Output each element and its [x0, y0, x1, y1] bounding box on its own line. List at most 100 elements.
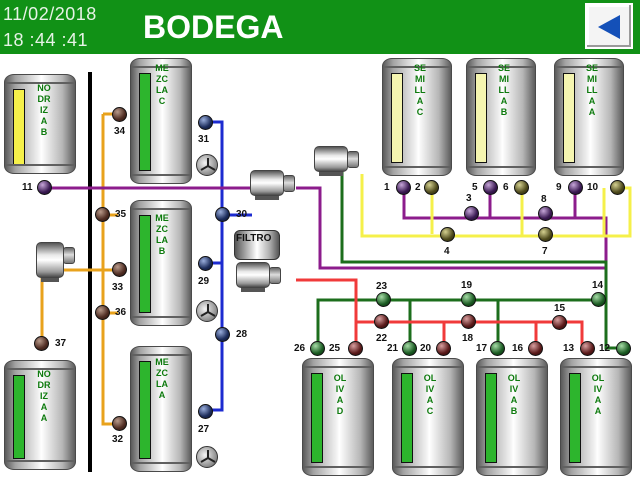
valve-label: 18 [462, 333, 474, 344]
valve-36[interactable] [95, 305, 110, 320]
valve-11[interactable] [37, 180, 52, 195]
level-bar [139, 215, 151, 313]
valve-label: 28 [236, 329, 248, 340]
valve-37[interactable] [34, 336, 49, 351]
tank-label: NODRIZA B [37, 83, 51, 137]
valve-label: 4 [444, 246, 450, 257]
valve-17[interactable] [490, 341, 505, 356]
valve-label: 27 [198, 424, 210, 435]
tank-label: SEMILLA A [585, 63, 598, 117]
valve-label: 13 [563, 343, 575, 354]
tank-label: OLIVA C [423, 373, 437, 416]
agitator-mezcla-b-icon[interactable] [196, 300, 218, 322]
tank-semilla-a[interactable]: SEMILLA A [554, 58, 624, 176]
tank-mezcla-c[interactable]: MEZCLA C [130, 58, 192, 184]
tank-semilla-b[interactable]: SEMILLA B [466, 58, 536, 176]
level-bar [139, 361, 151, 459]
tank-oliva-d[interactable]: OLIVA D [302, 358, 374, 476]
valve-28[interactable] [215, 327, 230, 342]
valve-33[interactable] [112, 262, 127, 277]
pump-semilla-icon[interactable] [314, 146, 359, 176]
tank-label: SEMILLA B [497, 63, 510, 117]
valve-label: 1 [384, 182, 390, 193]
valve-29[interactable] [198, 256, 213, 271]
pump-nodriza-icon[interactable] [36, 242, 75, 282]
back-arrow-icon [598, 15, 620, 39]
valve-6[interactable] [514, 180, 529, 195]
valve-25[interactable] [348, 341, 363, 356]
level-bar [311, 373, 323, 463]
filter-label: FILTRO [236, 233, 272, 244]
valve-10[interactable] [610, 180, 625, 195]
valve-label: 21 [387, 343, 399, 354]
pump-filter-icon[interactable] [236, 262, 281, 292]
valve-13[interactable] [580, 341, 595, 356]
valve-label: 37 [55, 338, 67, 349]
valve-label: 26 [294, 343, 306, 354]
valve-label: 34 [114, 126, 126, 137]
tank-label: MEZCLA B [155, 213, 169, 256]
valve-8[interactable] [538, 206, 553, 221]
valve-12[interactable] [616, 341, 631, 356]
tank-label: OLIVA A [591, 373, 605, 416]
valve-7[interactable] [538, 227, 553, 242]
valve-32[interactable] [112, 416, 127, 431]
valve-label: 8 [541, 194, 547, 205]
level-bar [13, 375, 25, 459]
valve-label: 17 [476, 343, 488, 354]
tank-oliva-c[interactable]: OLIVA C [392, 358, 464, 476]
tank-oliva-b[interactable]: OLIVA B [476, 358, 548, 476]
valve-label: 29 [198, 276, 210, 287]
valve-label: 5 [472, 182, 478, 193]
valve-label: 2 [415, 182, 421, 193]
tank-label: OLIVA B [507, 373, 521, 416]
valve-4[interactable] [440, 227, 455, 242]
valve-label: 14 [592, 280, 604, 291]
level-bar [475, 73, 487, 163]
tank-nodriza-b[interactable]: NODRIZA B [4, 74, 76, 174]
valve-label: 20 [420, 343, 432, 354]
pump-mezcla-icon[interactable] [250, 170, 295, 200]
level-bar [563, 73, 575, 163]
valve-18[interactable] [461, 314, 476, 329]
time-display: 18 :44 :41 [3, 30, 89, 50]
back-button[interactable] [585, 3, 633, 49]
valve-23[interactable] [376, 292, 391, 307]
valve-label: 23 [376, 281, 388, 292]
level-bar [401, 373, 413, 463]
valve-30[interactable] [215, 207, 230, 222]
valve-9[interactable] [568, 180, 583, 195]
valve-20[interactable] [436, 341, 451, 356]
tank-semilla-c[interactable]: SEMILLA C [382, 58, 452, 176]
valve-21[interactable] [402, 341, 417, 356]
valve-35[interactable] [95, 207, 110, 222]
agitator-mezcla-a-icon[interactable] [196, 446, 218, 468]
level-bar [391, 73, 403, 163]
valve-27[interactable] [198, 404, 213, 419]
valve-31[interactable] [198, 115, 213, 130]
tank-mezcla-b[interactable]: MEZCLA B [130, 200, 192, 326]
valve-label: 25 [329, 343, 341, 354]
valve-19[interactable] [461, 292, 476, 307]
valve-label: 19 [461, 280, 473, 291]
valve-1[interactable] [396, 180, 411, 195]
valve-label: 7 [542, 246, 548, 257]
valve-label: 22 [376, 333, 388, 344]
date-display: 11/02/2018 [3, 4, 97, 24]
tank-mezcla-a[interactable]: MEZCLA A [130, 346, 192, 472]
valve-15[interactable] [552, 315, 567, 330]
tank-oliva-a[interactable]: OLIVA A [560, 358, 632, 476]
level-bar [569, 373, 581, 463]
agitator-mezcla-c-icon[interactable] [196, 154, 218, 176]
valve-2[interactable] [424, 180, 439, 195]
tank-label: SEMILLA C [413, 63, 426, 117]
valve-5[interactable] [483, 180, 498, 195]
valve-22[interactable] [374, 314, 389, 329]
filter-icon[interactable] [234, 230, 280, 260]
valve-14[interactable] [591, 292, 606, 307]
valve-3[interactable] [464, 206, 479, 221]
valve-34[interactable] [112, 107, 127, 122]
valve-26[interactable] [310, 341, 325, 356]
tank-nodriza-a[interactable]: NODRIZA A [4, 360, 76, 470]
valve-16[interactable] [528, 341, 543, 356]
